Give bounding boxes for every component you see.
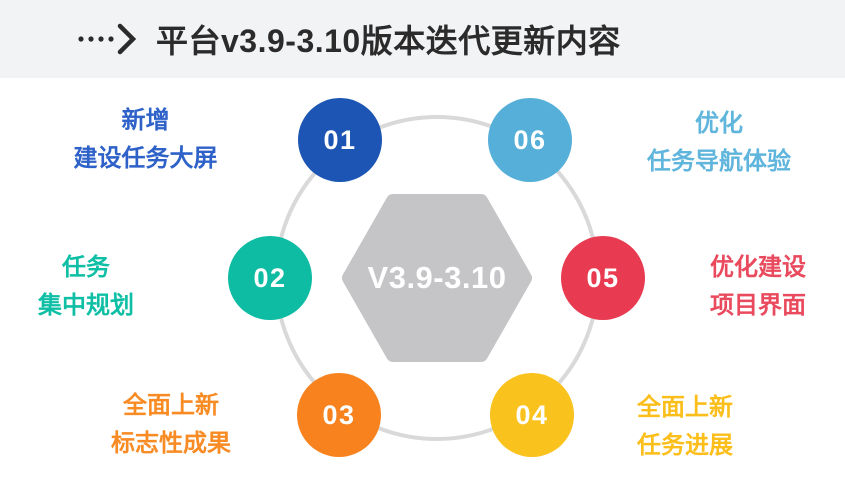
step-label-line: 任务 bbox=[62, 254, 110, 281]
step-label-line: 全面上新 bbox=[123, 392, 219, 419]
step-label-line: 建设任务大屏 bbox=[73, 145, 218, 172]
step-label-line: 优化 bbox=[695, 110, 743, 137]
step-circle-01: 01 bbox=[298, 98, 382, 182]
step-label-03: 全面上新 标志性成果 bbox=[51, 387, 291, 463]
step-label-line: 全面上新 bbox=[637, 394, 733, 421]
step-label-line: 任务进展 bbox=[637, 432, 733, 459]
step-label-line: 集中规划 bbox=[38, 292, 134, 319]
step-number: 04 bbox=[515, 399, 549, 430]
step-circle-04: 04 bbox=[490, 373, 574, 457]
dotted-arrow-right-icon bbox=[78, 23, 137, 55]
step-label-line: 项目界面 bbox=[710, 292, 806, 319]
step-circle-02: 02 bbox=[228, 236, 312, 320]
step-number: 05 bbox=[586, 262, 620, 293]
step-circle-03: 03 bbox=[297, 373, 381, 457]
step-number: 01 bbox=[323, 124, 357, 155]
header-bar: 平台v3.9-3.10版本迭代更新内容 bbox=[0, 0, 845, 78]
step-label-02: 任务 集中规划 bbox=[0, 249, 172, 325]
step-number: 06 bbox=[513, 124, 547, 155]
step-circle-06: 06 bbox=[488, 98, 572, 182]
step-label-04: 全面上新 任务进展 bbox=[565, 389, 805, 465]
center-hexagon bbox=[342, 194, 532, 362]
center-version-label: V3.9-3.10 bbox=[367, 260, 507, 295]
step-number: 02 bbox=[253, 262, 287, 293]
step-number: 03 bbox=[322, 399, 356, 430]
step-label-line: 标志性成果 bbox=[111, 430, 231, 457]
step-label-line: 新增 bbox=[121, 107, 170, 134]
step-label-01: 新增 建设任务大屏 bbox=[23, 102, 268, 178]
step-label-05: 优化建设 项目界面 bbox=[668, 249, 845, 325]
page-title: 平台v3.9-3.10版本迭代更新内容 bbox=[156, 23, 621, 59]
step-circle-05: 05 bbox=[561, 236, 645, 320]
step-label-line: 优化建设 bbox=[710, 254, 806, 281]
step-label-line: 任务导航体验 bbox=[647, 148, 791, 175]
step-label-06: 优化 任务导航体验 bbox=[599, 105, 839, 181]
